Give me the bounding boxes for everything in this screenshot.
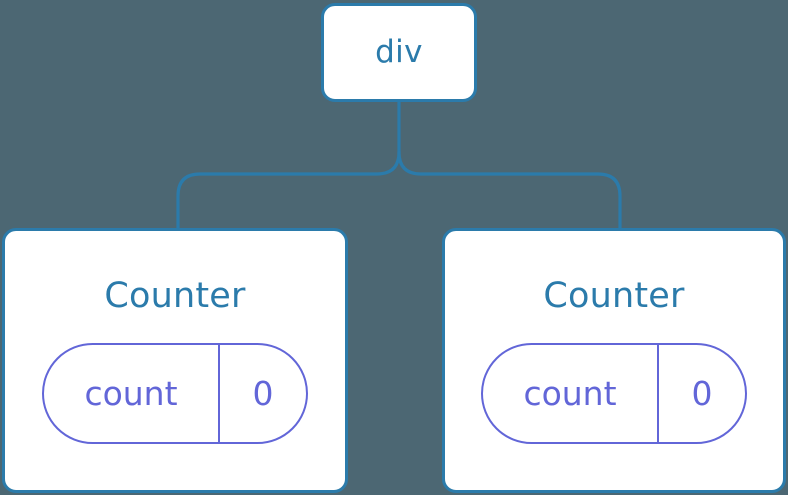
node-counter-left[interactable]: Counter count 0 [2, 228, 348, 493]
node-counter-right[interactable]: Counter count 0 [442, 228, 786, 493]
state-key-right: count [483, 345, 659, 442]
state-value-left: 0 [252, 374, 274, 413]
connector-edge-left [176, 150, 401, 230]
state-value-right: 0 [691, 374, 713, 413]
state-pill-left[interactable]: count 0 [42, 343, 308, 444]
node-counter-right-label: Counter [543, 276, 685, 316]
state-key-left: count [44, 345, 220, 442]
node-div-label: div [375, 34, 423, 70]
connector-edge-right [397, 150, 622, 230]
node-div[interactable]: div [321, 3, 477, 102]
state-pill-right[interactable]: count 0 [481, 343, 747, 444]
node-counter-left-label: Counter [104, 276, 246, 316]
